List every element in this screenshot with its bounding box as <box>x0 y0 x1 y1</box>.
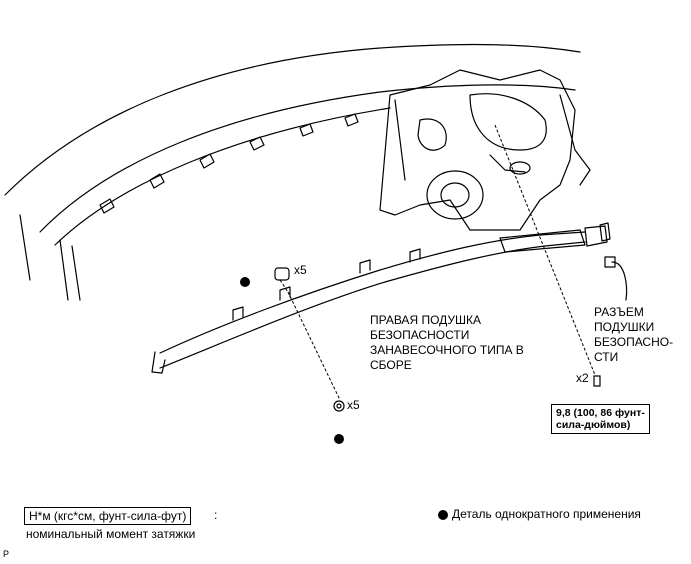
quarter-panel <box>379 69 576 231</box>
airbag-label-line3: ЗАНАВЕСОЧНОГО ТИПА В <box>370 343 524 357</box>
airbag-label-line4: СБОРЕ <box>370 358 412 372</box>
connector-label-line1: РАЗЪЕМ <box>594 305 644 319</box>
torque-units-legend: Н*м (кгс*см, фунт-сила-фут) <box>24 507 192 525</box>
torque-spec-line1: 9,8 (100, 86 фунт- <box>556 407 645 419</box>
curtain-airbag-upper-edge <box>159 231 586 354</box>
corner-mark: P <box>3 549 10 559</box>
curtain-airbag-inflator <box>499 229 586 253</box>
connector-label-line2: ПОДУШКИ <box>594 320 655 334</box>
roof-rail-lower-edge <box>54 107 391 246</box>
torque-meaning-text: номинальный момент затяжки <box>26 527 196 541</box>
single-use-legend-text: Деталь однократного применения <box>452 507 641 521</box>
a-pillar <box>59 239 81 301</box>
bolt-quantity: x2 <box>576 371 589 385</box>
torque-spec-box: 9,8 (100, 86 фунт- сила-дюймов) <box>551 404 650 434</box>
airbag-assembly-label: ПРАВАЯ ПОДУШКА БЕЗОПАСНОСТИ ЗАНАВЕСОЧНОГ… <box>370 313 524 373</box>
roof-rail-outer-edge <box>4 43 581 196</box>
single-use-legend-marker <box>438 510 448 520</box>
torque-spec-line2: сила-дюймов) <box>556 419 631 431</box>
roof-rail-inner-edge <box>39 84 576 233</box>
connector-label-line3: БЕЗОПАСНО- <box>594 335 674 349</box>
torque-units-colon: : <box>214 508 218 522</box>
airbag-label-line2: БЕЗОПАСНОСТИ <box>370 328 470 342</box>
connector-label-line4: СТИ <box>594 350 619 364</box>
clip-quantity: x5 <box>294 263 307 277</box>
nut-quantity: x5 <box>347 398 360 412</box>
airbag-label-line1: ПРАВАЯ ПОДУШКА <box>370 313 482 327</box>
connector-label: РАЗЪЕМ ПОДУШКИ БЕЗОПАСНО- СТИ <box>594 305 673 365</box>
front-pillar-edge <box>19 214 31 281</box>
curtain-airbag-lower-edge <box>159 241 586 369</box>
bolt-part <box>593 375 601 387</box>
connector-pigtail <box>611 261 628 301</box>
single-use-marker-clips <box>240 277 250 287</box>
single-use-marker-nuts <box>334 434 344 444</box>
dash-line-clip <box>287 291 341 401</box>
clip-part <box>274 267 290 281</box>
